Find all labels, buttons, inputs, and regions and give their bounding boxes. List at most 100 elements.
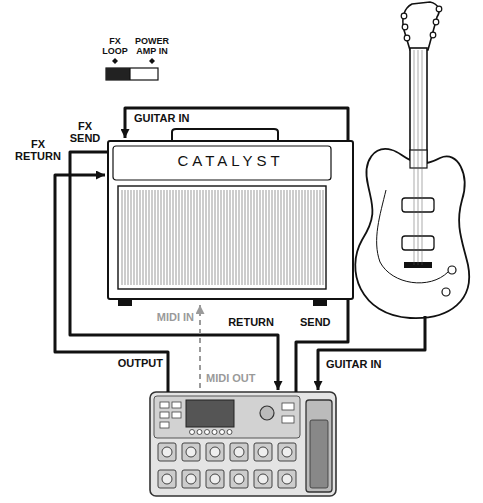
pedal-tread [310,420,328,488]
grille-line [122,190,123,285]
floor-unit-body [150,392,336,496]
tuner [401,13,407,19]
footswitch-cap [186,474,196,484]
tuner [433,19,439,25]
grille-line [137,190,138,285]
grille-line [143,190,144,285]
grille-line [200,190,201,285]
switch-edge [129,68,130,80]
jack-label: FX SEND [66,120,104,144]
pickguard-line [377,190,448,283]
grille-line [170,190,171,285]
jack-label: OUTPUT [85,357,163,369]
grille-line [215,190,216,285]
switch-label: FX LOOP [100,36,130,56]
footswitch [278,443,296,461]
footswitch [206,470,224,488]
grille-line [212,190,213,285]
string [422,50,423,265]
button [172,402,181,408]
button [160,422,169,428]
grille-line [185,190,186,285]
grille-line [146,190,147,285]
footswitch-cap [162,447,172,457]
switch-lever [106,68,130,80]
grille-line [314,190,315,285]
grille-line [323,190,324,285]
footswitch-cap [162,474,172,484]
grille-line [245,190,246,285]
footswitch-cap [234,447,244,457]
knob [448,266,456,274]
grille-line [218,190,219,285]
tuner [430,32,436,38]
grille-line [161,190,162,285]
grille-line [203,190,204,285]
footswitch-cap [210,474,220,484]
grille-line [257,190,258,285]
grille-line [206,190,207,285]
footswitch [230,443,248,461]
grille-line [191,190,192,285]
small-knob [190,430,195,435]
tuner [404,35,410,41]
footswitch [158,470,176,488]
guitar-neck [410,48,427,168]
small-knob [227,430,232,435]
audio-cable [318,316,425,390]
screen [186,400,234,427]
grille-line [236,190,237,285]
small-knob [197,430,202,435]
jack-label: FX RETURN [12,138,64,162]
cables [55,108,425,392]
footswitch-cap [282,447,292,457]
switch-diamond [149,58,155,64]
string [414,50,415,265]
grille-line [176,190,177,285]
footswitch [182,470,200,488]
jack-label: MIDI OUT [206,372,272,384]
grille-line [281,190,282,285]
grille-line [248,190,249,285]
brand-name: CATALYST [109,142,352,169]
footswitch-cap [258,474,268,484]
grille-line [152,190,153,285]
jack-label: RETURN [200,316,274,328]
grille-line [173,190,174,285]
expression-pedal [306,400,332,492]
grille-line [254,190,255,285]
guitar-body [355,149,469,318]
grille-line [230,190,231,285]
grille-line [221,190,222,285]
grille-line [293,190,294,285]
small-knob [220,430,225,435]
footswitch-cap [186,447,196,457]
grille-line [320,190,321,285]
grille-line [233,190,234,285]
grille-line [242,190,243,285]
footswitch [182,443,200,461]
grille-line [251,190,252,285]
tuner [402,24,408,30]
neck-heel [410,150,427,168]
grille-line [140,190,141,285]
tuner [436,6,442,12]
footswitch [278,470,296,488]
grille-line [272,190,273,285]
footswitch-cap [234,474,244,484]
grille-line [239,190,240,285]
grille-line [284,190,285,285]
knob [442,288,450,296]
grille-line [224,190,225,285]
grille-line [197,190,198,285]
grille-line [158,190,159,285]
button [282,403,294,410]
grille-line [227,190,228,285]
footswitch [230,470,248,488]
grille-line [308,190,309,285]
grille-line [128,190,129,285]
floor-unit [150,392,336,496]
grille-line [311,190,312,285]
grille-line [269,190,270,285]
